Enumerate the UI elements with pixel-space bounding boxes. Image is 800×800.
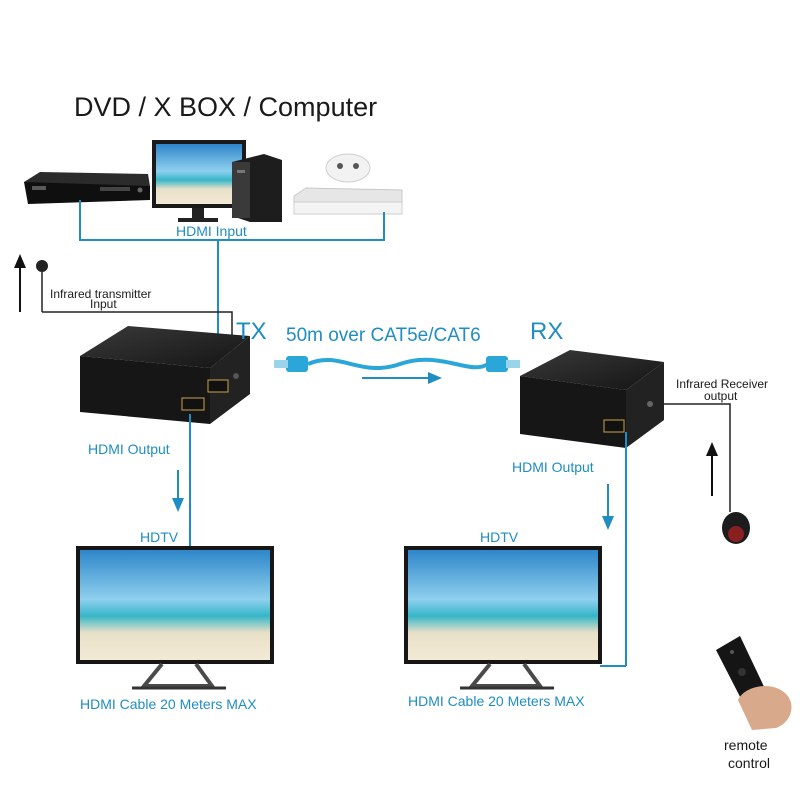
hdmi-input-label: HDMI Input	[176, 223, 247, 239]
ir-transmitter-label: Infrared transmitter	[50, 287, 152, 301]
hdmi-output-left-label: HDMI Output	[88, 441, 170, 457]
hdtv-icon	[76, 546, 274, 690]
page-title: DVD / X BOX / Computer	[74, 92, 378, 122]
hdtv-icon	[404, 546, 602, 690]
pc-tower-icon	[232, 154, 282, 222]
dvd-player-icon	[24, 172, 150, 204]
link-label: 50m over CAT5e/CAT6	[286, 325, 481, 346]
remote-label: remote	[724, 737, 768, 753]
cable-left-label: HDMI Cable 20 Meters MAX	[80, 696, 257, 712]
ir-receiver-eye-icon	[722, 512, 750, 544]
receiver-box-icon	[520, 350, 664, 448]
xbox-console-icon	[293, 153, 403, 215]
ethernet-cable-icon	[274, 356, 520, 372]
ir-receiver-label-output: output	[704, 389, 738, 403]
tx-label: TX	[236, 318, 267, 345]
hdtv-right-label: HDTV	[480, 529, 519, 545]
transmitter-box-icon	[80, 326, 250, 424]
ir-transmitter-label-input: Input	[90, 297, 117, 311]
hdmi-output-right-label: HDMI Output	[512, 459, 594, 475]
remote-control-icon	[716, 636, 792, 730]
remote-label-control: control	[728, 755, 771, 771]
rx-label: RX	[530, 318, 564, 345]
hdtv-left-label: HDTV	[140, 529, 179, 545]
computer-monitor-icon	[152, 140, 246, 222]
cable-right-label: HDMI Cable 20 Meters MAX	[408, 693, 585, 709]
ir-receiver-label: Infrared Receiver	[676, 377, 769, 391]
